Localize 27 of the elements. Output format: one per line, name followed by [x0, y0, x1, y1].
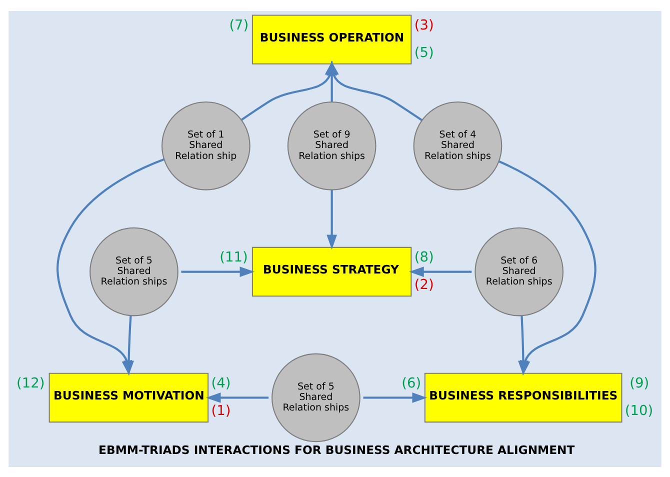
arrow [409, 266, 472, 276]
node-label: (12) [16, 375, 45, 392]
node-label: (9) [630, 375, 650, 392]
node-circle: Set of 4 Shared Relation ships [413, 100, 502, 190]
arrow [518, 315, 528, 376]
node-circle: Set of 5 Shared Relation ships [272, 352, 360, 442]
caption: EBMM-TRIADS INTERACTIONS FOR BUSINESS ARCHITECTURE ALIGNMENT [98, 442, 575, 457]
node-label: (2) [414, 276, 434, 293]
node-label: (10) [624, 402, 654, 419]
node-label: (1) [211, 402, 231, 419]
node-label: (11) [220, 249, 248, 266]
arrow [328, 60, 423, 121]
node-label: (3) [414, 16, 434, 33]
node-label: (6) [402, 375, 422, 392]
node-circle: Set of 5 Shared Relation ships [90, 226, 178, 316]
arrow [363, 392, 428, 402]
node-label: (5) [414, 44, 434, 60]
arrow [181, 266, 255, 276]
node-circle: Set of 6 Shared Relation ships [474, 226, 564, 316]
node-circle: Set of 1 Shared Relation ship [161, 100, 250, 190]
node-label: (7) [229, 16, 249, 33]
node-circle: Set of 9 Shared Relation ships [287, 100, 376, 190]
arrow [206, 392, 269, 402]
node-label: (8) [414, 249, 434, 266]
node-label: (4) [211, 375, 231, 392]
arrow [326, 190, 338, 250]
arrow [124, 315, 134, 376]
